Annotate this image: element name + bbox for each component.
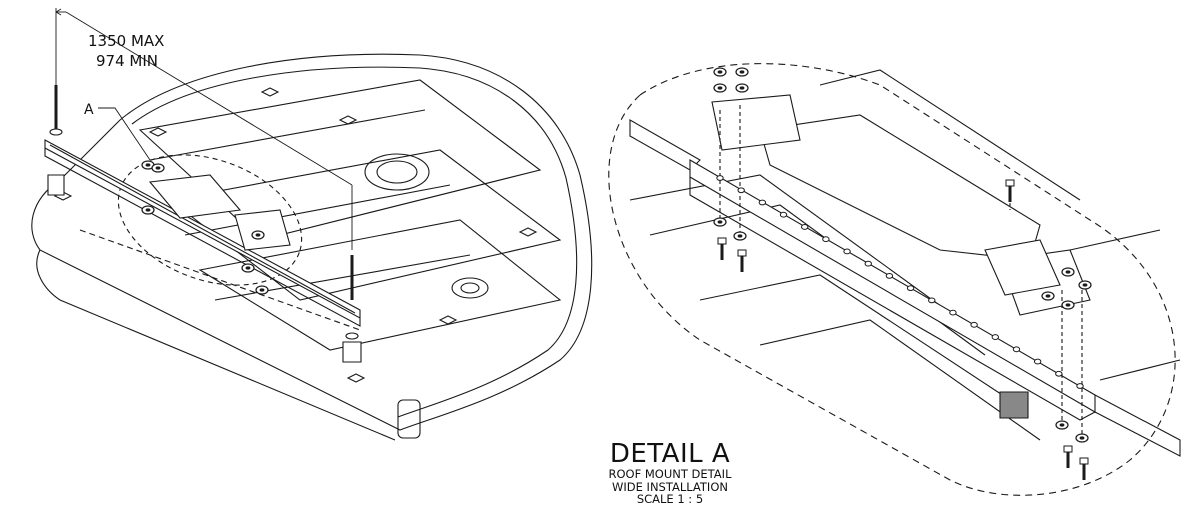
dimension-min-label: 974 MIN bbox=[96, 52, 158, 70]
rail-hole bbox=[1034, 359, 1040, 364]
detail-rail bbox=[630, 120, 1180, 456]
detail-block bbox=[1000, 392, 1028, 418]
roof-rib bbox=[200, 220, 560, 350]
detail-a-view bbox=[609, 64, 1180, 496]
detail-scale: SCALE 1 : 5 bbox=[636, 492, 704, 506]
roof-rib bbox=[150, 110, 425, 160]
rail-hole bbox=[907, 286, 913, 291]
detail-roof-rib bbox=[630, 175, 960, 320]
rail-hole bbox=[971, 322, 977, 327]
rail-hole bbox=[865, 261, 871, 266]
roof-lug bbox=[150, 128, 166, 136]
roof-vent-2-inner bbox=[461, 283, 479, 293]
detail-bracket bbox=[712, 95, 800, 150]
detail-subtitle-1: ROOF MOUNT DETAIL bbox=[608, 467, 732, 481]
detail-roof-rib bbox=[1100, 360, 1180, 380]
mounting-bracket bbox=[235, 210, 290, 250]
detail-a-circle bbox=[100, 131, 320, 309]
roof-vent-inner bbox=[377, 161, 417, 183]
rail-hole bbox=[992, 335, 998, 340]
roof-rear-bracket bbox=[398, 400, 420, 438]
detail-title: DETAIL A bbox=[609, 439, 731, 469]
roof-vent bbox=[365, 154, 429, 190]
roof-rib bbox=[140, 80, 540, 240]
spacer bbox=[48, 175, 64, 195]
mounting-bracket bbox=[150, 175, 240, 218]
detail-clamp bbox=[985, 240, 1060, 295]
roof-rib bbox=[170, 150, 560, 300]
roof-lug bbox=[262, 88, 278, 96]
roof-lug bbox=[348, 374, 364, 382]
detail-subtitle-2: WIDE INSTALLATION bbox=[612, 479, 728, 494]
rail-holes bbox=[717, 176, 1083, 389]
rail-hole bbox=[738, 188, 744, 193]
roof-vent-2 bbox=[452, 278, 488, 298]
roof-outline bbox=[32, 54, 592, 430]
rail-hole bbox=[802, 225, 808, 230]
detail-boundary bbox=[609, 64, 1175, 496]
dimension-max-label: 1350 MAX bbox=[88, 32, 165, 50]
rail-hole bbox=[886, 273, 892, 278]
rail-hole bbox=[1077, 384, 1083, 389]
callout-leader bbox=[98, 108, 150, 160]
spacer bbox=[343, 342, 361, 362]
rail-hole bbox=[950, 310, 956, 315]
detail-roof-rib bbox=[1070, 230, 1160, 250]
roof-inner-outline bbox=[132, 67, 577, 417]
roof-lug bbox=[440, 316, 456, 324]
rail-hole bbox=[844, 249, 850, 254]
rail-hole bbox=[780, 212, 786, 217]
dashed-line bbox=[80, 230, 360, 330]
mounting-bar bbox=[45, 140, 360, 326]
roof-rib bbox=[185, 185, 450, 235]
roof-lug bbox=[520, 228, 536, 236]
detail-roof-rib bbox=[700, 275, 1010, 400]
roof-assembly-view bbox=[32, 54, 592, 440]
detail-callout-label: A bbox=[84, 102, 94, 118]
dimension-lines bbox=[56, 8, 352, 250]
roof-lug bbox=[340, 116, 356, 124]
title-block: DETAIL A ROOF MOUNT DETAIL WIDE INSTALLA… bbox=[575, 440, 765, 506]
washer bbox=[50, 129, 62, 135]
roof-edge bbox=[37, 250, 395, 440]
washer bbox=[346, 333, 358, 339]
detail-roof-rib bbox=[760, 320, 1040, 440]
rail-hole bbox=[929, 298, 935, 303]
detail-roof-rib bbox=[820, 70, 1080, 200]
rail-hole bbox=[759, 200, 765, 205]
rail-hole bbox=[717, 176, 723, 181]
rail-hole bbox=[1013, 347, 1019, 352]
rail-hole bbox=[823, 237, 829, 242]
roof-rib bbox=[215, 255, 470, 300]
rail-hole bbox=[1056, 371, 1062, 376]
